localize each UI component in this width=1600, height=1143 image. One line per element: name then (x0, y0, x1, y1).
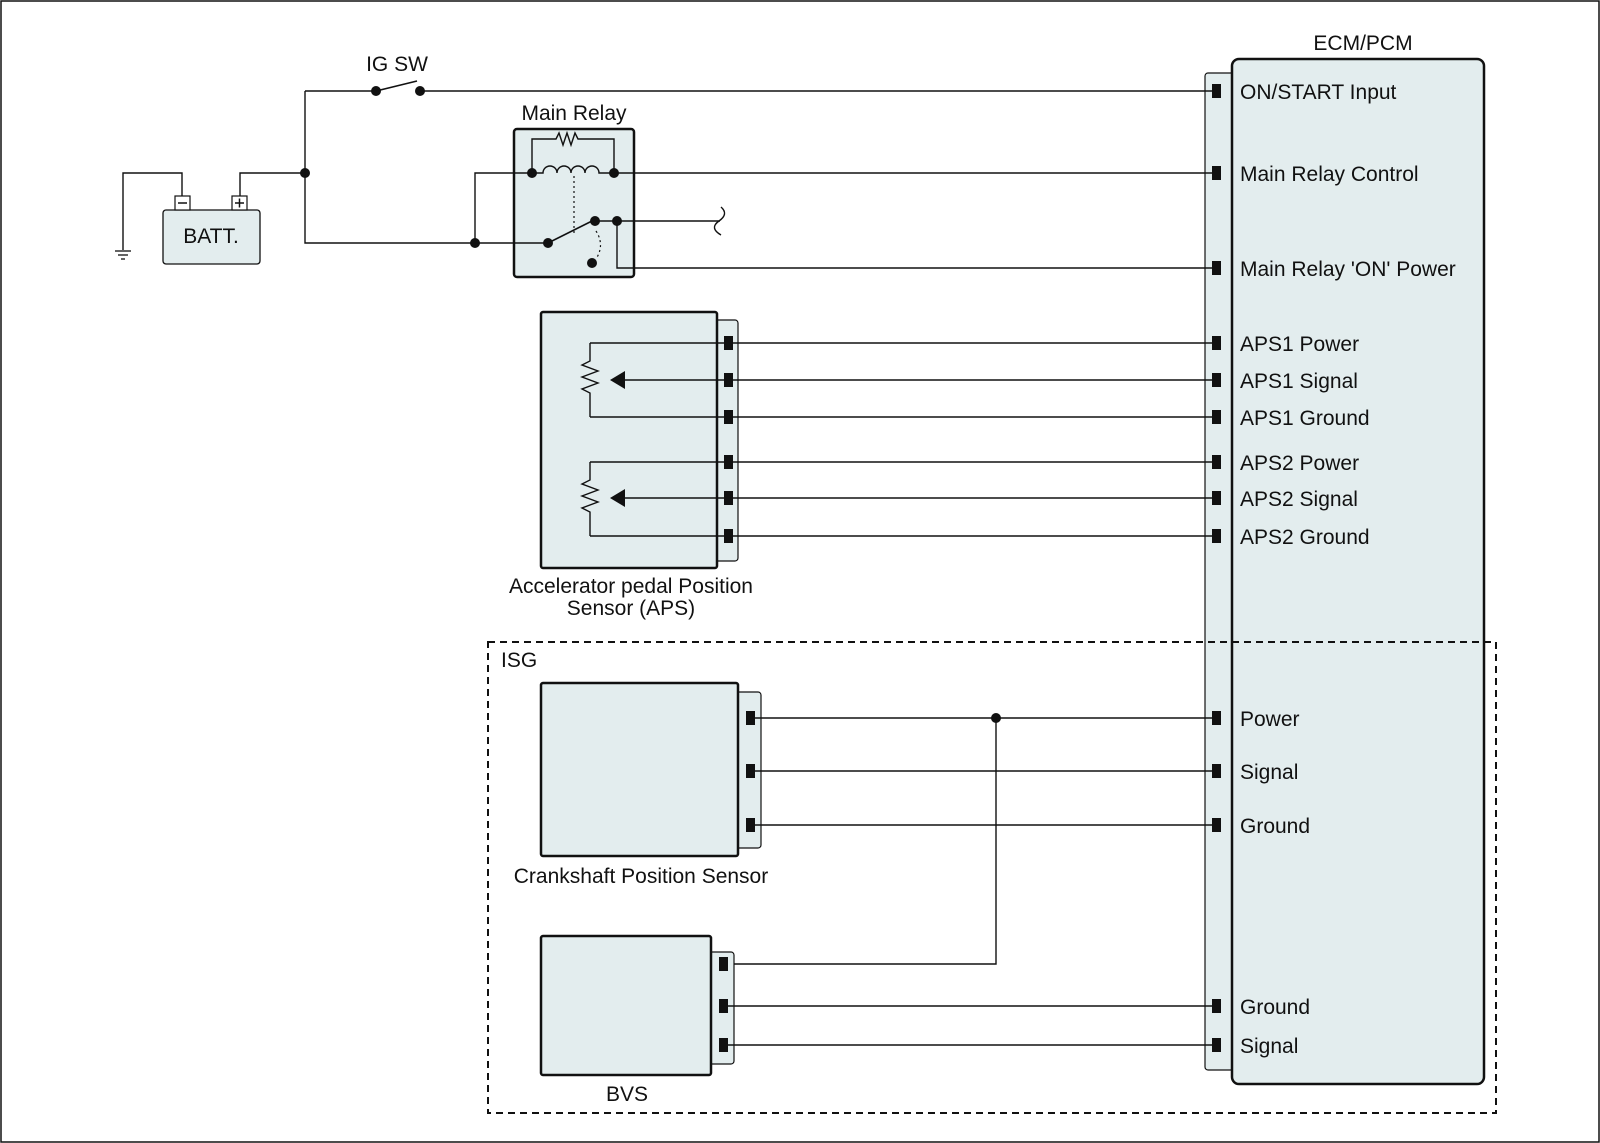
aps2-wiper-arrow (610, 489, 625, 507)
aps-pin-6 (724, 529, 733, 543)
ecm-pin-3 (1212, 261, 1221, 275)
aps-sensor (539, 310, 719, 570)
aps-pin-1 (724, 336, 733, 350)
ecm-pin-label-2: Main Relay Control (1240, 163, 1419, 186)
ckp-pin-1 (746, 711, 755, 725)
ecm-pin-label-6: APS1 Ground (1240, 407, 1370, 430)
battery: BATT. (162, 195, 261, 265)
battery-label: BATT. (183, 225, 239, 248)
ecm-pin-label-13: Ground (1240, 996, 1310, 1019)
ecm-pin-8 (1212, 491, 1221, 505)
ecm-pin-label-7: APS2 Power (1240, 452, 1359, 475)
bvs-pin-3 (719, 1038, 728, 1052)
ecm-pin-label-10: Power (1240, 708, 1300, 731)
aps-pin-2 (724, 373, 733, 387)
ecm-pcm-box (1230, 57, 1486, 1086)
bvs-pin-2 (719, 999, 728, 1013)
bvs-pin-1 (719, 957, 728, 971)
ig-switch[interactable] (305, 80, 425, 96)
crankshaft-position-sensor (539, 681, 740, 858)
isg-label: ISG (501, 649, 537, 672)
ecm-pin-6 (1212, 410, 1221, 424)
ground-symbol (115, 250, 131, 260)
ecm-label: ECM/PCM (1313, 32, 1412, 55)
component-pins (719, 336, 755, 1052)
ecm-pin-label-1: ON/START Input (1240, 81, 1397, 104)
main-relay-label: Main Relay (521, 102, 627, 125)
ecm-pin-label-5: APS1 Signal (1240, 370, 1358, 393)
ecm-pin-4 (1212, 336, 1221, 350)
ecm-pin-10 (1212, 711, 1221, 725)
bvs-sensor (539, 934, 713, 1077)
ckp-pin-2 (746, 764, 755, 778)
ckp-label: Crankshaft Position Sensor (514, 865, 768, 888)
bvs-label: BVS (606, 1083, 648, 1106)
ecm-pin-12 (1212, 818, 1221, 832)
ecm-pin-5 (1212, 373, 1221, 387)
ecm-pin-7 (1212, 455, 1221, 469)
aps-pin-4 (724, 455, 733, 469)
ecm-pin-label-3: Main Relay 'ON' Power (1240, 258, 1456, 281)
ecm-pin-label-14: Signal (1240, 1035, 1298, 1058)
aps-pin-5 (724, 491, 733, 505)
ecm-pin-1 (1212, 84, 1221, 98)
aps-label-line2: Sensor (APS) (567, 597, 695, 620)
ecm-pin-label-8: APS2 Signal (1240, 488, 1358, 511)
aps-pin-3 (724, 410, 733, 424)
ig-switch-label: IG SW (366, 53, 428, 76)
ecm-pin-2 (1212, 166, 1221, 180)
ecm-pin-13 (1212, 999, 1221, 1013)
ecm-pin-11 (1212, 764, 1221, 778)
ecm-pin-label-12: Ground (1240, 815, 1310, 838)
ecm-pin-label-11: Signal (1240, 761, 1298, 784)
ecm-pin-label-9: APS2 Ground (1240, 526, 1370, 549)
aps1-wiper-arrow (610, 371, 625, 389)
ecm-pin-9 (1212, 529, 1221, 543)
ecm-pin-label-4: APS1 Power (1240, 333, 1359, 356)
aps-label-line1: Accelerator pedal Position (509, 575, 753, 598)
ecm-pin-14 (1212, 1038, 1221, 1052)
isg-region (487, 641, 1497, 1114)
ckp-pin-3 (746, 818, 755, 832)
